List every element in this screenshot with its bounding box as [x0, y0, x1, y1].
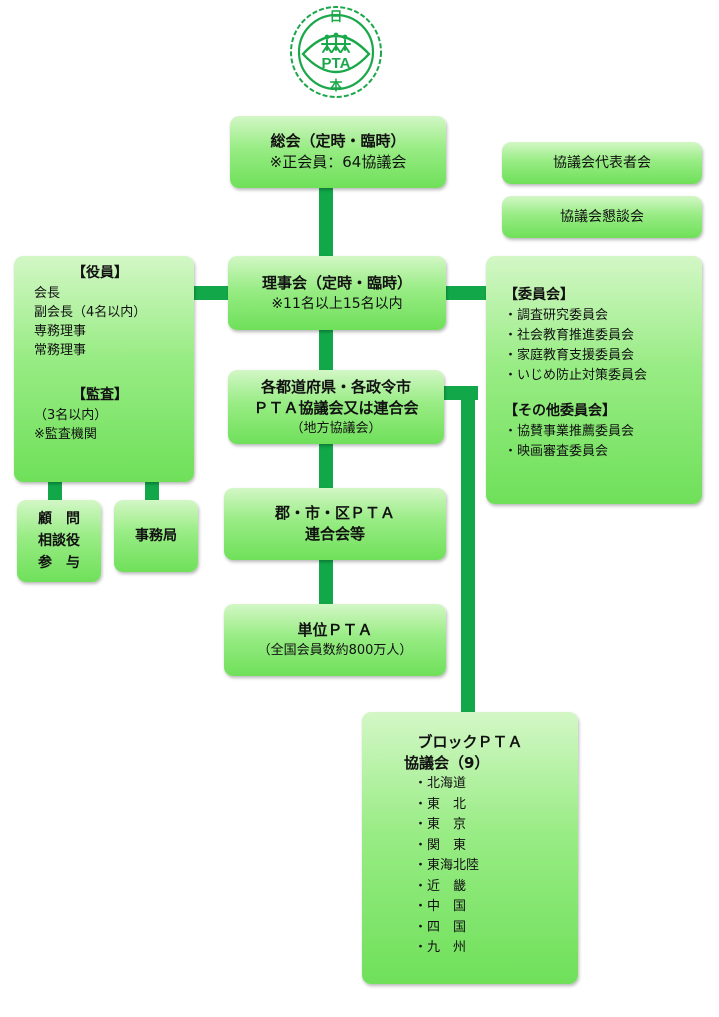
logo-bottom-char: 本: [329, 79, 343, 94]
board-box: 理事会（定時・臨時） ※11名以上15名以内: [228, 256, 446, 330]
logo-center-text: PTA: [321, 55, 351, 72]
officer-item: 常務理事: [34, 343, 87, 358]
block-item: ・東 京: [414, 817, 467, 832]
line-officers-board: [194, 286, 229, 300]
officers-heading: 【役員】: [72, 265, 128, 281]
line-prefectural-block-v: [461, 386, 475, 712]
unit-box: 単位ＰＴＡ （全国会員数約800万人）: [224, 604, 446, 676]
line-prefectural-district: [319, 444, 333, 488]
pta-emblem-icon: [290, 6, 382, 98]
officer-item: 専務理事: [34, 324, 87, 339]
other-committee-item: ・協賛事業推薦委員会: [504, 424, 635, 439]
unit-line2: （全国会員数約800万人）: [257, 643, 413, 658]
council-social-meeting-box: 協議会懇談会: [502, 196, 702, 238]
advisors-line3: 参 与: [38, 555, 80, 571]
advisors-line2: 相談役: [38, 533, 80, 549]
block-line1: ブロックＰＴＡ: [417, 733, 523, 751]
line-district-unit: [319, 560, 333, 604]
committee-item: ・家庭教育支援委員会: [504, 348, 635, 363]
block-item: ・東 北: [414, 796, 467, 812]
secretariat-label: 事務局: [135, 528, 177, 544]
block-item: ・東海北陸: [414, 858, 480, 873]
council-rep-meeting-label: 協議会代表者会: [553, 155, 651, 171]
block-line2: 協議会（9）: [404, 754, 490, 772]
board-title: 理事会（定時・臨時）: [261, 274, 412, 292]
block-item: ・九 州: [414, 940, 467, 955]
logo-top-char: 日: [329, 10, 343, 25]
secretariat-box: 事務局: [114, 500, 198, 572]
unit-line1: 単位ＰＴＡ: [297, 621, 373, 639]
district-box: 郡・市・区ＰＴＡ 連合会等: [224, 488, 446, 560]
audit-list: （3名以内） ※監査機関: [34, 406, 194, 444]
audit-heading: 【監査】: [72, 387, 128, 403]
advisors-box: 顧 問 相談役 参 与: [17, 500, 101, 582]
council-social-meeting-label: 協議会懇談会: [560, 209, 644, 225]
pta-logo: 日 PTA 本: [288, 4, 384, 100]
general-assembly-title: 総会（定時・臨時）: [270, 132, 406, 150]
committees-box: 【委員会】 ・調査研究委員会 ・社会教育推進委員会 ・家庭教育支援委員会 ・いじ…: [486, 256, 702, 504]
line-board-prefectural: [319, 330, 333, 370]
prefectural-box: 各都道府県・各政令市 ＰＴＡ協議会又は連合会 （地方協議会）: [228, 370, 444, 444]
district-line1: 郡・市・区ＰＴＡ: [274, 504, 395, 522]
committees-heading: 【委員会】: [504, 287, 574, 303]
other-committees-list: ・協賛事業推薦委員会 ・映画審査委員会: [504, 422, 702, 462]
line-assembly-board: [319, 188, 333, 256]
committee-item: ・調査研究委員会: [504, 308, 609, 323]
committees-list: ・調査研究委員会 ・社会教育推進委員会 ・家庭教育支援委員会 ・いじめ防止対策委…: [504, 306, 702, 386]
other-committees-heading: 【その他委員会】: [504, 403, 616, 419]
officers-box: 【役員】 会長 副会長（4名以内） 専務理事 常務理事 【監査】 （3名以内） …: [14, 256, 194, 482]
block-item: ・近 畿: [414, 878, 467, 894]
audit-item: ※監査機関: [34, 427, 97, 442]
board-note: ※11名以上15名以内: [271, 296, 403, 312]
line-officers-secretariat: [145, 482, 159, 500]
block-item: ・関 東: [414, 837, 467, 853]
line-officers-advisors: [48, 482, 62, 500]
prefectural-line3: （地方協議会）: [290, 420, 382, 436]
other-committee-item: ・映画審査委員会: [504, 444, 609, 459]
district-line2: 連合会等: [304, 525, 365, 543]
committee-item: ・いじめ防止対策委員会: [504, 368, 648, 383]
officer-item: 会長: [34, 286, 61, 301]
block-item: ・北海道: [414, 776, 467, 791]
block-item: ・四 国: [414, 919, 467, 935]
line-board-committees: [444, 286, 486, 300]
advisors-line1: 顧 問: [38, 511, 80, 527]
prefectural-line2: ＰＴＡ協議会又は連合会: [253, 398, 419, 417]
officer-item: 副会長（4名以内）: [34, 305, 147, 320]
audit-item: （3名以内）: [34, 408, 108, 423]
block-pta-box: ブロックＰＴＡ 協議会（9） ・北海道 ・東 北 ・東 京 ・関 東 ・東海北陸…: [362, 712, 578, 984]
officers-list: 会長 副会長（4名以内） 専務理事 常務理事: [34, 284, 194, 360]
prefectural-line1: 各都道府県・各政令市: [260, 377, 411, 396]
general-assembly-note: ※正会員：64協議会: [269, 153, 407, 171]
general-assembly-box: 総会（定時・臨時） ※正会員：64協議会: [230, 116, 446, 188]
council-rep-meeting-box: 協議会代表者会: [502, 142, 702, 184]
block-item: ・中 国: [414, 899, 467, 914]
block-list: ・北海道 ・東 北 ・東 京 ・関 東 ・東海北陸 ・近 畿 ・中 国 ・四 国…: [362, 774, 578, 959]
committee-item: ・社会教育推進委員会: [504, 328, 635, 343]
